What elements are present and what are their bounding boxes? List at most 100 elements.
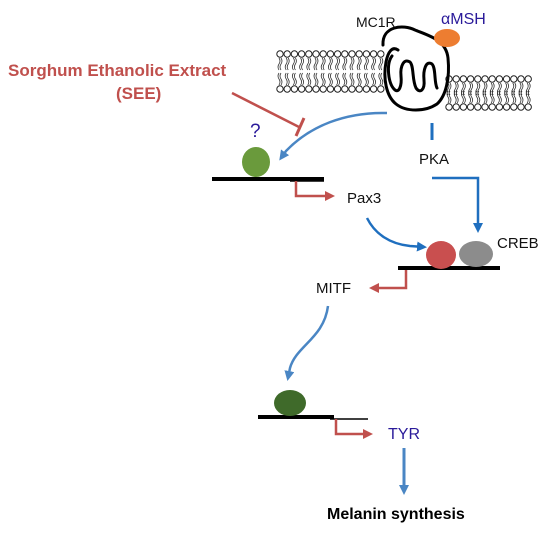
unknown-factor-protein [242,147,270,177]
lipid-tail [342,57,348,86]
lipid-tail [504,82,509,104]
lipid-head [297,85,306,93]
cell-membrane-left [276,50,385,93]
lipid-tail [277,57,283,86]
pax3-protein [426,241,456,269]
mc1r-receptor [381,25,450,112]
lipid-head [290,85,299,93]
lipid-head [362,50,371,58]
lipid-tail [511,82,517,104]
lipid-head [283,85,291,93]
mc1r-label: MC1R [356,14,396,30]
dna-strand-3 [258,415,334,419]
lipid-head [319,85,327,93]
lipid-tail [497,82,502,104]
lipid-tail [284,57,290,86]
lipid-head [341,50,349,58]
lipid-tail [364,57,369,86]
lipid-head [276,50,284,58]
lipid-tail [525,82,531,104]
lipid-head [348,50,356,58]
lipid-head [481,75,489,83]
lipid-head [355,50,363,58]
lipid-head [319,50,327,58]
lipid-head [445,103,453,111]
lipid-head [452,103,460,111]
lipid-head [459,75,468,83]
lipid-tail [335,57,340,86]
lipid-head [297,50,306,58]
lipid-head [459,103,468,111]
cell-membrane-right [445,75,532,111]
lipid-tail [349,57,355,86]
lipid-head [305,50,313,58]
mitf-protein [274,390,306,416]
mc1r-to-unknown-arrow [279,111,388,161]
lipid-head [481,103,489,111]
lipid-head [369,50,378,58]
lipid-head [510,75,518,83]
pax3-transcription-arrow [294,181,335,201]
lipid-head [466,75,475,83]
mitf-to-tyr-arrow [284,305,330,381]
lipid-tail [320,57,326,86]
lipid-head [362,85,371,93]
lipid-head [488,75,496,83]
lipid-head [524,103,532,111]
lipid-tail [313,57,319,86]
lipid-head [517,103,525,111]
lipid-tail [378,57,384,86]
lipid-head [517,75,525,83]
lipid-head [474,103,482,111]
lipid-tail [453,82,459,104]
lipid-head [377,50,385,58]
lipid-head [341,85,349,93]
mitf-transcription-arrow [369,270,408,293]
creb-label: CREB [497,235,539,252]
pka-pathway-arrow [430,123,483,233]
mitf-label: MITF [316,280,351,297]
pka-label: PKA [419,151,450,168]
pax3-to-complex-arrow [365,217,427,252]
unknown-factor-label: ? [250,121,261,142]
lipid-head [326,85,335,93]
lipid-head [495,103,504,111]
lipid-tail [489,82,495,104]
melanin-synthesis-label: Melanin synthesis [327,506,465,523]
lipid-head [312,50,320,58]
lipid-head [502,75,511,83]
lipid-head [348,85,356,93]
lipid-tail [356,57,362,86]
dna-strand-1 [212,177,324,181]
lipid-head [305,85,313,93]
lipid-head [290,50,299,58]
lipid-head [495,75,504,83]
lipid-tail [475,82,481,104]
amsh-label: αMSH [441,11,486,28]
lipid-head [510,103,518,111]
lipid-head [524,75,532,83]
lipid-head [377,85,385,93]
lipid-tail [371,57,376,86]
tyr-transcription-arrow [334,419,373,439]
lipid-head [502,103,511,111]
lipid-head [333,50,342,58]
tyr-label: TYR [388,426,420,443]
lipid-head [466,103,475,111]
lipid-head [312,85,320,93]
lipid-head [326,50,335,58]
see-label-line1: Sorghum Ethanolic Extract [8,61,227,80]
creb-protein [459,241,493,267]
lipid-tail [482,82,488,104]
lipid-tail [299,57,304,86]
lipid-tail [461,82,466,104]
lipid-head [355,85,363,93]
lipid-tail [446,82,452,104]
lipid-head [452,75,460,83]
lipid-tail [328,57,333,86]
lipid-head [474,75,482,83]
lipid-head [333,85,342,93]
lipid-head [488,103,496,111]
lipid-tail [292,57,297,86]
